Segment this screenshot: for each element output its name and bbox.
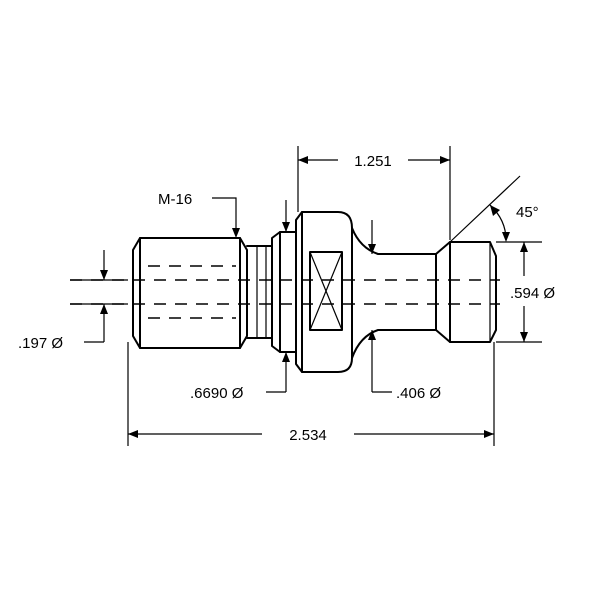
- thread-label: M-16: [158, 191, 192, 208]
- part-outline: [132, 211, 497, 373]
- dimension-neck-diameter: .406 Ø: [368, 220, 441, 402]
- collar-diameter-label: .6690 Ø: [190, 385, 244, 402]
- dimension-collar-diameter: .6690 Ø: [190, 200, 290, 402]
- dimension-thread: M-16: [158, 191, 240, 238]
- overall-length-label: 2.534: [289, 427, 327, 444]
- dimension-right-diameter: .594 Ø: [496, 241, 555, 343]
- dimension-angle: 45°: [449, 175, 539, 243]
- relief-groove: [246, 245, 273, 339]
- thread-section: [132, 237, 248, 349]
- shoulder: [271, 231, 297, 353]
- wrench-flat: [309, 251, 343, 331]
- neck-diameter-label: .406 Ø: [396, 385, 441, 402]
- right-diameter-label: .594 Ø: [510, 285, 555, 302]
- dimension-top-length: 1.251: [297, 146, 451, 240]
- dimension-left-diameter: .197 Ø: [18, 250, 128, 352]
- retention-knob: [435, 241, 497, 343]
- collar-flange: [295, 211, 353, 373]
- top-length-label: 1.251: [354, 153, 392, 170]
- dimension-overall-length: 2.534: [127, 342, 495, 446]
- angle-label: 45°: [516, 204, 539, 221]
- neck: [351, 227, 437, 359]
- hidden-lines: [70, 265, 500, 319]
- left-diameter-label: .197 Ø: [18, 335, 63, 352]
